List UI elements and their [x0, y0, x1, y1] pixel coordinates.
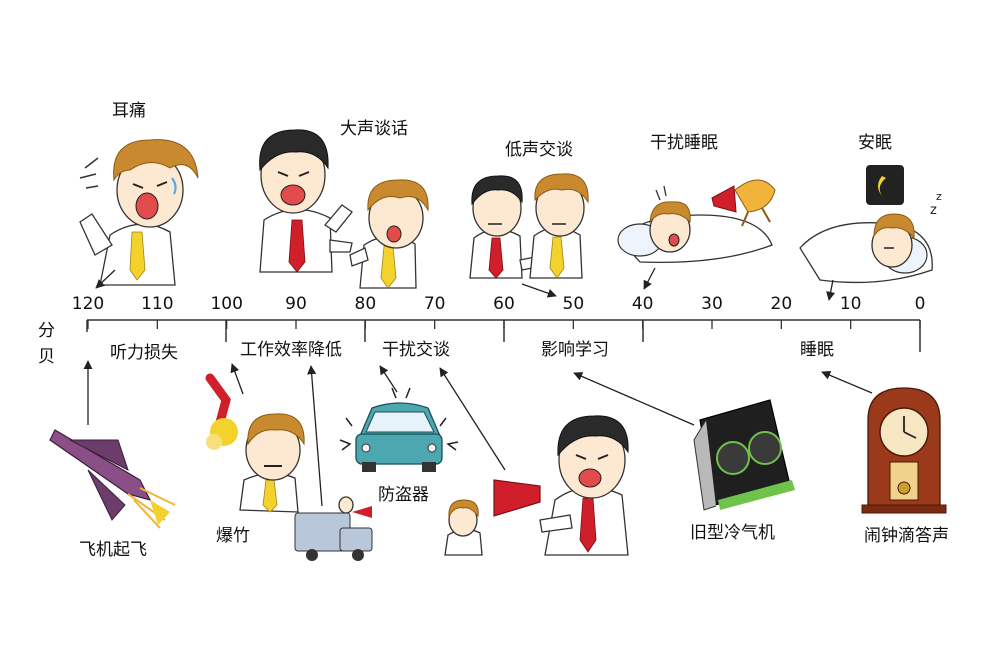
- megaphone-man-illustration: [493, 415, 629, 556]
- tick-label: 40: [632, 294, 654, 314]
- ear-pain-man-illustration: [79, 139, 199, 286]
- label-sleep-well: 安眠: [858, 133, 892, 153]
- sleep-well-illustration: z z: [799, 165, 942, 284]
- label-ear-pain: 耳痛: [112, 101, 146, 121]
- band-hearing-loss: 听力损失: [110, 343, 178, 363]
- label-alarm: 防盗器: [378, 485, 429, 505]
- label-clock: 闹钟滴答声: [864, 526, 949, 546]
- man-covering-ears-illustration: [239, 413, 305, 513]
- arrow-quiet-talk: [521, 283, 557, 298]
- arrow-firecracker: [230, 363, 244, 395]
- tick-label: 70: [424, 294, 446, 314]
- label-old-ac: 旧型冷气机: [690, 523, 775, 543]
- label-disturb-sleep: 干扰睡眠: [650, 133, 718, 153]
- quiet-talk-illustration: [469, 173, 589, 279]
- label-quiet-talk: 低声交谈: [505, 140, 573, 160]
- tick-label: 80: [355, 294, 377, 314]
- label-plane: 飞机起飞: [79, 540, 147, 560]
- old-ac-illustration: [693, 399, 795, 511]
- band-sleep: 睡眠: [800, 340, 834, 360]
- unit-label-2: 贝: [38, 347, 55, 367]
- arrow-truck: [307, 365, 323, 507]
- band-interfere-talk: 干扰交谈: [382, 340, 450, 360]
- tick-label: 90: [285, 294, 307, 314]
- svg-text:z: z: [930, 203, 937, 218]
- tick-label: 50: [563, 294, 585, 314]
- small-man-illustration: [444, 499, 483, 556]
- tick-label: 120: [72, 294, 104, 314]
- arrow-old-ac: [573, 372, 695, 426]
- label-firecracker: 爆竹: [216, 526, 250, 546]
- arrow-car-alarm: [379, 365, 398, 393]
- svg-text:z: z: [936, 190, 942, 203]
- car-alarm-illustration: [339, 387, 459, 472]
- band-work-efficiency: 工作效率降低: [240, 340, 342, 360]
- tick-label: 60: [493, 294, 515, 314]
- unit-label-1: 分: [38, 321, 55, 341]
- disturb-sleep-illustration: [617, 179, 776, 264]
- tick-label: 100: [210, 294, 242, 314]
- truck-illustration: [294, 496, 373, 561]
- arrow-sleep-well: [826, 279, 836, 301]
- tick-label: 110: [141, 294, 173, 314]
- jet-plane-illustration: [49, 429, 176, 529]
- clock-illustration: [861, 387, 947, 514]
- arrow-clock: [821, 370, 873, 394]
- band-affect-study: 影响学习: [541, 340, 609, 360]
- tick-label: 30: [701, 294, 723, 314]
- tick-label: 20: [771, 294, 793, 314]
- loud-talk-illustration: [259, 129, 429, 289]
- arrow-disturb-sleep: [643, 267, 656, 290]
- tick-marks: [87, 320, 921, 329]
- firecracker-illustration: [205, 373, 238, 450]
- tick-label: 0: [915, 294, 926, 314]
- arrow-megaphone: [439, 367, 506, 471]
- tick-label: 10: [840, 294, 862, 314]
- arrow-ear-pain: [95, 269, 116, 289]
- label-loud-talk: 大声谈话: [340, 119, 408, 139]
